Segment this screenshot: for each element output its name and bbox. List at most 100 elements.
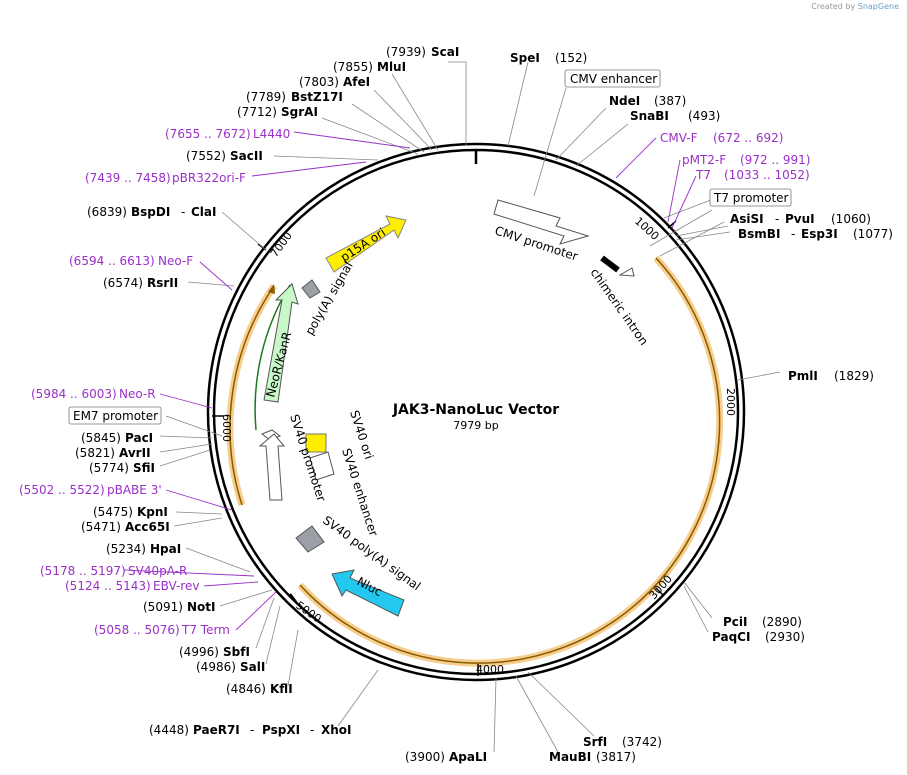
boxed-labels: CMV enhancer T7 promoter EM7 promoter [68, 69, 792, 425]
backbone-outer [206, 142, 746, 682]
tick-7000: 7000 [268, 229, 295, 259]
sv40-polya-box [295, 525, 325, 553]
primer-name-neor: Neo-R [119, 387, 156, 401]
site-pos-rsrii: (6574) [103, 276, 143, 290]
site-name-afei: AfeI [343, 75, 370, 89]
primer-name-sv40par: SV40pA-R [128, 564, 187, 578]
site-name-paqci: PaqCI [712, 630, 750, 644]
site-name-bsmbi: BsmBI [738, 227, 780, 241]
site-pos-sali: (4986) [196, 660, 236, 674]
primer-range-t7: (1033 .. 1052) [724, 168, 810, 182]
svg-text:-: - [791, 227, 795, 241]
site-pos-sacii: (7552) [186, 149, 226, 163]
primer-range-pbr322ori: (7439 .. 7458) [85, 171, 171, 185]
svg-text:-: - [181, 205, 185, 219]
site-name-kfli: KflI [270, 682, 293, 696]
site-pos-asisi: (1060) [831, 212, 871, 226]
chimeric-intron-label: chimeric intron [588, 266, 651, 348]
site-pos-kfli: (4846) [226, 682, 266, 696]
primer-range-sv40par: (5178 .. 5197) [40, 564, 126, 578]
t7-promoter-label: T7 promoter [713, 191, 789, 205]
primer-name-pmt2f: pMT2-F [682, 153, 726, 167]
primer-labels: (7655 .. 7672) L4440 (7439 .. 7458) pBR3… [19, 127, 810, 637]
sv40-promoter-arrow [258, 433, 286, 501]
svg-text:-: - [250, 723, 254, 737]
tick-4000: 4000 [476, 663, 504, 676]
sv40-enhancer-box [309, 451, 335, 481]
site-pos-acc65i: (5471) [81, 520, 121, 534]
site-pos-avrii: (5821) [75, 446, 115, 460]
plasmid-size: 7979 bp [453, 419, 498, 432]
primer-range-ebvrev: (5124 .. 5143) [65, 579, 151, 593]
primer-name-cmvf: CMV-F [660, 131, 698, 145]
leader-lines [159, 61, 781, 753]
site-pos-bsmbi: (1077) [853, 227, 893, 241]
primer-leaders [123, 131, 697, 631]
site-name-hpai: HpaI [150, 542, 181, 556]
primer-name-t7term: T7 Term [181, 623, 230, 637]
chimeric-intron-mark [600, 255, 620, 273]
site-name-sbfi: SbfI [223, 645, 250, 659]
primer-range-cmvf: (672 .. 692) [713, 131, 783, 145]
primer-range-t7term: (5058 .. 5076) [94, 623, 180, 637]
site-name-sacii: SacII [230, 149, 263, 163]
p15a-ori-arrow [325, 215, 407, 273]
svg-text:-: - [775, 212, 779, 226]
site-pos-paci: (5845) [81, 431, 121, 445]
primer-name-t7: T7 [695, 168, 711, 182]
site-pos-sgrai: (7712) [237, 105, 277, 119]
neor-kanr-label: NeoR/KanR [263, 330, 294, 398]
site-name-pmli: PmlI [788, 369, 818, 383]
neor-kanr-arrow [263, 283, 299, 403]
site-name-sfii: SfiI [133, 461, 155, 475]
site-name-apali: ApaLI [449, 750, 487, 764]
nluc-arrow [331, 569, 405, 617]
polya-signal-box [301, 279, 321, 299]
site-pos-kpni: (5475) [93, 505, 133, 519]
site-pos-noti: (5091) [143, 600, 183, 614]
credit-prefix: Created by [811, 2, 856, 11]
tick-2000: 2000 [724, 388, 737, 416]
plasmid-name: JAK3-NanoLuc Vector [392, 402, 559, 418]
site-pos-hpai: (5234) [106, 542, 146, 556]
primer-range-l4440: (7655 .. 7672) [165, 127, 251, 141]
snapgene-credit: Created by SnapGene [811, 2, 899, 11]
intron-arrow [618, 267, 635, 277]
site-pos-paer7i: (4448) [149, 723, 189, 737]
site-name-pvui: PvuI [785, 212, 815, 226]
site-name-bspdi: BspDI [131, 205, 170, 219]
site-name-srfi: SrfI [583, 735, 607, 749]
site-name-acc65i: Acc65I [125, 520, 170, 534]
enzyme-labels: (7939) ScaI SpeI (152) (7855) MluI (7803… [75, 45, 893, 764]
site-pos-spei: (152) [555, 51, 587, 65]
site-name-xhoi: XhoI [321, 723, 352, 737]
site-name-paci: PacI [125, 431, 153, 445]
site-pos-maubi: (3817) [596, 750, 636, 764]
site-name-asisi: AsiSI [730, 212, 764, 226]
site-name-clai: ClaI [191, 205, 216, 219]
site-pos-pmli: (1829) [834, 369, 874, 383]
site-name-snabi: SnaBI [630, 109, 669, 123]
site-pos-ndei: (387) [654, 94, 686, 108]
site-pos-afei: (7803) [299, 75, 339, 89]
site-name-pspxi: PspXI [262, 723, 300, 737]
site-pos-snabi: (493) [688, 109, 720, 123]
sv40-ori-box [305, 433, 327, 453]
neor-orf-arc [229, 285, 275, 506]
site-pos-bstz17i: (7789) [246, 90, 286, 104]
site-pos-mlui: (7855) [333, 60, 373, 74]
site-name-spei: SpeI [510, 51, 540, 65]
polya-signal-label: poly(A) signal [302, 259, 355, 337]
site-name-noti: NotI [187, 600, 216, 614]
primer-name-l4440: L4440 [253, 127, 290, 141]
site-name-pcii: PciI [723, 615, 748, 629]
primer-range-neor: (5984 .. 6003) [31, 387, 117, 401]
site-name-avrii: AvrII [119, 446, 151, 460]
em7-promoter-box [68, 406, 162, 425]
primer-range-pmt2f: (972 .. 991) [740, 153, 810, 167]
site-name-sali: SalI [240, 660, 265, 674]
site-name-scai: ScaI [431, 45, 459, 59]
p15a-ori-label: p15A ori [338, 225, 388, 264]
primer-name-ebvrev: EBV-rev [153, 579, 199, 593]
